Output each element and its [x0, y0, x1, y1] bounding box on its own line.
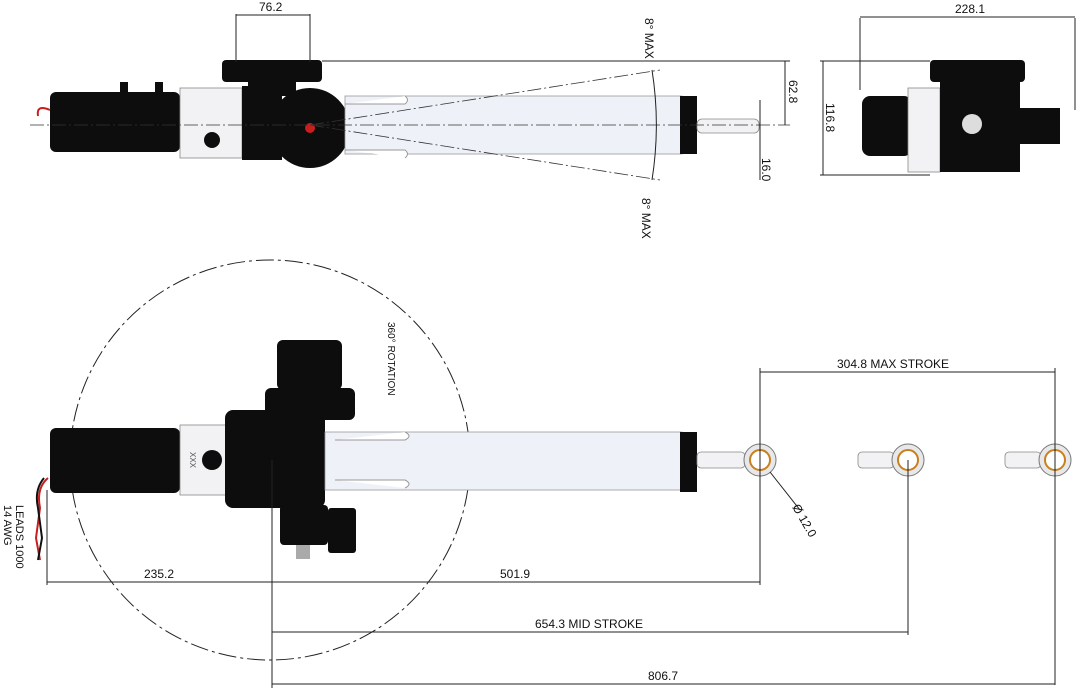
end-cap	[680, 432, 697, 492]
end-view: 228.1 116.8	[820, 2, 1076, 176]
brake-module	[277, 340, 342, 390]
end-cap	[680, 96, 697, 154]
dim-max-stroke: 304.8 MAX STROKE	[837, 357, 949, 371]
top-view: 76.2 62.8 16.0 8° MAX 8° MAX	[30, 0, 800, 239]
wire	[36, 107, 51, 117]
dim-mid-stroke: 654.3 MID STROKE	[535, 617, 643, 631]
lead-wires	[34, 477, 49, 561]
angle-down: 8° MAX	[639, 198, 653, 239]
rod-end-extended	[1004, 443, 1072, 477]
rod-end-mid	[857, 443, 925, 477]
dim-rod-end: 16.0	[759, 158, 773, 182]
motor	[50, 428, 180, 493]
leads-length: LEADS 1000	[13, 505, 25, 569]
rod-end-retracted	[696, 443, 777, 477]
marking: XXX	[188, 452, 197, 469]
mounting-flange	[222, 60, 322, 82]
dim-offset: 62.8	[786, 80, 800, 104]
dim-overall-height: 116.8	[823, 103, 837, 132]
tube	[324, 431, 683, 491]
dim-motor-length: 235.2	[144, 567, 174, 581]
dim-overall-width: 228.1	[955, 2, 985, 16]
rod-end	[696, 118, 760, 134]
rotation-label: 360° ROTATION	[385, 322, 396, 396]
angle-up: 8° MAX	[642, 18, 656, 59]
port	[204, 132, 220, 148]
dim-bore: Ø 12.0	[789, 502, 819, 540]
dim-retracted: 501.9	[500, 567, 530, 581]
side-view: XXX 360° ROTATION LEADS 1000 14 AWG 304.…	[1, 259, 1072, 688]
leads-gauge: 14 AWG	[1, 505, 13, 546]
motor	[50, 92, 180, 152]
connector	[280, 505, 328, 545]
dim-extended: 806.7	[648, 669, 678, 683]
dim-flange-width: 76.2	[259, 0, 283, 14]
